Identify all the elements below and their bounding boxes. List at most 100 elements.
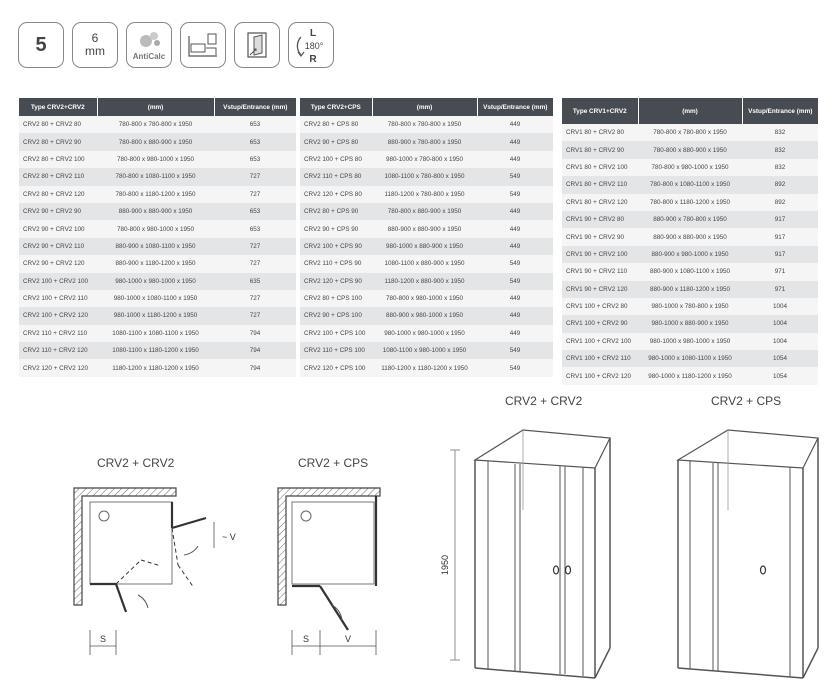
reversible-icon: L 180° R <box>296 28 324 65</box>
cell-type: CRV1 100 + CRV2 90 <box>562 315 638 333</box>
cell-entrance: 832 <box>742 124 818 142</box>
cell-size: 880-900 x 880-900 x 1950 <box>638 228 742 246</box>
cell-type: CRV2 100 + CRV2 110 <box>19 289 97 308</box>
plan-crv2-title: CRV2 + CRV2 <box>97 456 175 470</box>
view-diagram-crv2-cps <box>676 429 819 679</box>
cell-type: CRV2 90 + CRV2 120 <box>19 255 97 273</box>
cell-size: 880-900 x 880-900 x 1950 <box>97 202 214 221</box>
wall <box>277 487 381 606</box>
column-header-entrance: Vstup/Entrance (mm) <box>214 98 296 116</box>
glass-value: 6 <box>91 31 99 45</box>
cell-type: CRV2 80 + CPS 90 <box>300 202 372 221</box>
column-header-type: Type CRV2+CRV2 <box>19 98 98 116</box>
cell-type: CRV1 80 + CRV2 100 <box>562 158 638 177</box>
cell-size: 980-1000 x 780-800 x 1950 <box>372 150 477 169</box>
cell-entrance: 653 <box>214 133 296 151</box>
cell-type: CRV2 90 + CPS 80 <box>300 133 372 151</box>
cell-size: 1080-1100 x 780-800 x 1950 <box>372 168 477 186</box>
cell-size: 780-800 x 980-1000 x 1950 <box>97 150 214 169</box>
cell-type: CRV2 100 + CPS 100 <box>300 324 372 343</box>
cell-size: 1180-1200 x 1180-1200 x 1950 <box>97 359 214 377</box>
cell-type: CRV1 90 + CRV2 90 <box>562 228 638 246</box>
cell-type: CRV2 80 + CRV2 80 <box>19 116 97 134</box>
cell-type: CRV2 80 + CRV2 120 <box>19 185 97 203</box>
thickness-value: 5 <box>35 33 47 56</box>
cell-size: 780-800 x 780-800 x 1950 <box>372 116 477 134</box>
plan-cps-title: CRV2 + CPS <box>298 456 369 470</box>
door-handle-icon <box>552 565 560 575</box>
cell-size: 980-1000 x 1080-1100 x 1950 <box>638 350 742 368</box>
cell-size: 980-1000 x 780-800 x 1950 <box>638 297 742 316</box>
reversible-left: L <box>310 28 316 39</box>
column-header-size: (mm) <box>638 98 743 124</box>
cell-size: 980-1000 x 980-1000 x 1950 <box>372 324 477 343</box>
cell-type: CRV2 100 + CPS 90 <box>300 237 372 256</box>
drain-icon <box>300 510 312 522</box>
reversible-right: R <box>309 54 317 65</box>
cell-type: CRV2 110 + CPS 80 <box>300 168 372 186</box>
view-crv2-title: CRV2 + CRV2 <box>505 394 583 408</box>
bathroom-badge <box>180 22 226 68</box>
cell-type: CRV2 120 + CPS 80 <box>300 185 372 203</box>
cell-entrance: 549 <box>477 185 553 203</box>
cell-size: 1180-1200 x 780-800 x 1950 <box>372 185 477 203</box>
view-cps-title: CRV2 + CPS <box>711 394 782 408</box>
cell-type: CRV1 90 + CRV2 80 <box>562 210 638 229</box>
cell-type: CRV1 100 + CRV2 80 <box>562 297 638 316</box>
cell-size: 980-1000 x 880-900 x 1950 <box>372 237 477 256</box>
cell-type: CRV2 90 + CPS 100 <box>300 307 372 325</box>
cell-entrance: 449 <box>477 289 553 308</box>
cell-entrance: 892 <box>742 176 818 194</box>
cell-type: CRV2 80 + CRV2 100 <box>19 150 97 169</box>
cell-entrance: 449 <box>477 220 553 238</box>
cell-entrance: 971 <box>742 263 818 281</box>
cell-type: CRV2 110 + CRV2 120 <box>19 342 97 360</box>
cell-entrance: 449 <box>477 116 553 134</box>
cell-size: 1080-1100 x 1080-1100 x 1950 <box>97 324 214 343</box>
reversible-badge: L 180° R <box>288 22 334 68</box>
cell-type: CRV2 100 + CRV2 100 <box>19 272 97 290</box>
column-header-type: Type CRV2+CPS <box>300 98 373 116</box>
plan-diagram-crv2-crv2: ~ V S <box>73 487 236 655</box>
cell-size: 780-800 x 1080-1100 x 1950 <box>638 176 742 194</box>
cell-size: 1080-1100 x 980-1000 x 1950 <box>372 342 477 360</box>
cell-size: 780-800 x 980-1000 x 1950 <box>372 289 477 308</box>
cell-entrance: 727 <box>214 185 296 203</box>
cell-size: 980-1000 x 1180-1200 x 1950 <box>638 367 742 385</box>
cell-type: CRV1 80 + CRV2 80 <box>562 124 638 142</box>
cell-size: 880-900 x 780-800 x 1950 <box>372 133 477 151</box>
cell-entrance: 449 <box>477 133 553 151</box>
cell-size: 980-1000 x 980-1000 x 1950 <box>97 272 214 290</box>
cell-size: 980-1000 x 880-900 x 1950 <box>638 315 742 333</box>
cell-entrance: 549 <box>477 342 553 360</box>
cell-entrance: 727 <box>214 289 296 308</box>
cell-type: CRV2 110 + CRV2 110 <box>19 324 97 343</box>
cell-entrance: 449 <box>477 202 553 221</box>
anticalc-drops-icon <box>140 32 160 47</box>
thickness-badge: 5 <box>18 22 64 68</box>
cell-type: CRV1 100 + CRV2 110 <box>562 350 638 368</box>
column-header-size: (mm) <box>97 98 215 116</box>
cell-entrance: 449 <box>477 237 553 256</box>
